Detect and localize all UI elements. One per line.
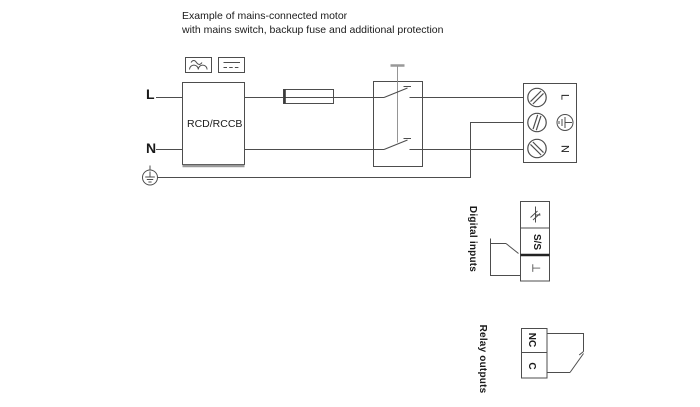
digital-ground-terminal-label: ⊥ xyxy=(529,263,541,273)
relay-nc-terminal-label: NC xyxy=(525,332,537,348)
terminal-neutral-label: N xyxy=(558,144,570,153)
dc-sensitivity-icon xyxy=(218,57,245,73)
external-start-stop-switch-icon xyxy=(490,238,521,276)
diagram-title-line1: Example of mains-connected motor xyxy=(182,10,348,22)
nc-contact-icon xyxy=(547,333,584,373)
screw-terminal-l-icon xyxy=(527,87,547,108)
rcd-box xyxy=(182,82,245,168)
relay-outputs-box xyxy=(521,328,548,379)
diagram-title-line2: with mains switch, backup fuse and addit… xyxy=(182,24,444,36)
pulsating-dc-sensitivity-icon xyxy=(185,57,212,73)
start-stop-terminal-label: S/S xyxy=(531,233,542,250)
backup-fuse-icon xyxy=(283,89,334,104)
mains-wires xyxy=(156,97,524,178)
digital-signal-icon xyxy=(530,206,541,223)
earth-terminal-icon xyxy=(556,114,574,131)
relay-c-terminal-label: C xyxy=(525,361,537,370)
terminal-line-label: L xyxy=(558,93,570,100)
screw-terminal-n-icon xyxy=(527,138,547,159)
rcd-label: RCD/RCCB xyxy=(187,118,243,130)
supply-neutral-label: N xyxy=(146,140,157,156)
supply-line-label: L xyxy=(146,86,155,102)
double-pole-mains-switch-icon xyxy=(373,64,423,167)
motor-terminal-box xyxy=(523,83,577,163)
protective-earth-icon xyxy=(142,165,158,186)
diagram-title: Example of mains-connected motor with ma… xyxy=(182,9,443,37)
screw-terminal-earth-icon xyxy=(527,112,547,133)
digital-inputs-caption: Digital inputs xyxy=(466,205,478,272)
relay-outputs-caption: Relay outputs xyxy=(477,324,488,393)
digital-inputs-box xyxy=(520,201,550,282)
